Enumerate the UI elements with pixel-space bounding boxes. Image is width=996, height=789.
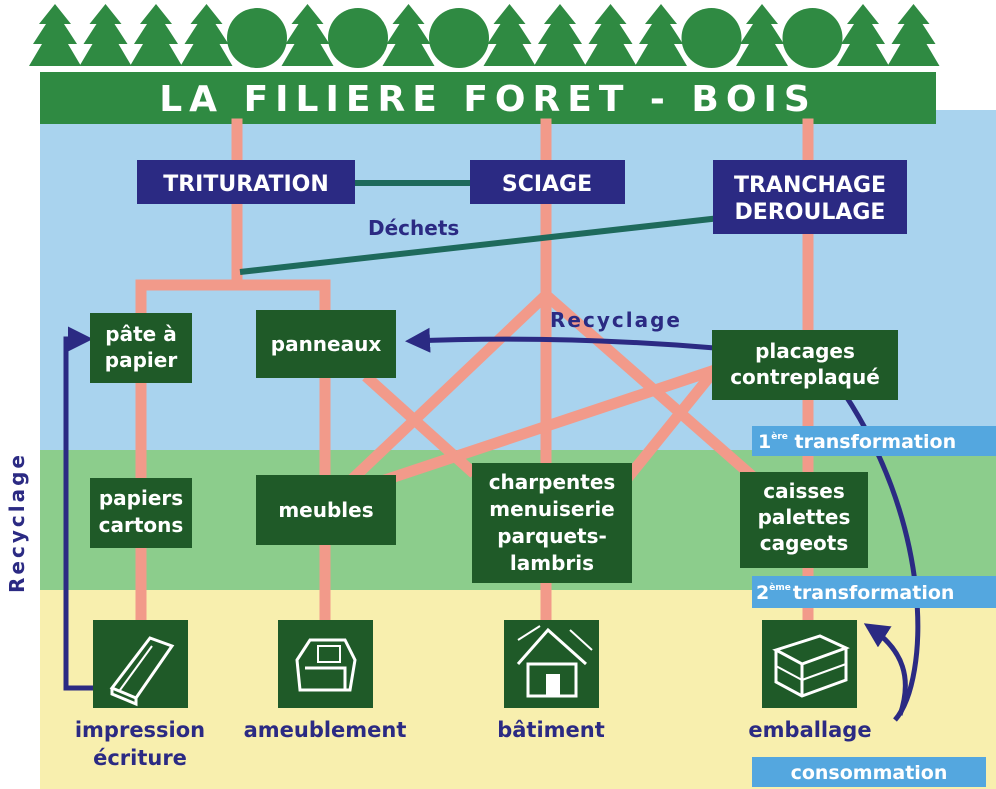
tree-icon [328, 8, 388, 68]
tree-icon [837, 4, 889, 66]
meubles-label: meubles [278, 498, 373, 522]
tree-row [29, 4, 940, 68]
trituration-box [137, 160, 355, 204]
armchair-icon [278, 620, 373, 708]
caisses-box [740, 472, 868, 568]
title-banner [40, 72, 936, 124]
emballage-label: emballage [748, 718, 871, 742]
consumption-label: consommation [791, 762, 948, 784]
tree-icon [681, 8, 742, 68]
pate-papier-label-2: papier [105, 348, 178, 372]
tree-icon [887, 4, 940, 66]
trituration-label: TRITURATION [163, 172, 329, 197]
caisses-label: caisses [763, 479, 844, 503]
second-transformation-band [752, 576, 996, 608]
palettes-label: palettes [758, 505, 851, 529]
meubles-box [256, 475, 396, 545]
dechets-link [239, 215, 721, 275]
contreplaque-label: contreplaqué [730, 365, 880, 389]
consumption-band [752, 757, 986, 787]
first-transformation-band [752, 426, 996, 456]
pate-papier-label-1: pâte à [105, 322, 176, 346]
tree-icon [281, 4, 334, 66]
pate-papier-box [90, 313, 192, 383]
ecriture-label: écriture [93, 746, 187, 770]
papiers-label: papiers [99, 486, 183, 510]
tree-icon [782, 8, 843, 68]
impression-label: impression [75, 718, 205, 742]
house-icon [504, 620, 599, 708]
charpentes-label: charpentes [489, 470, 616, 494]
tranchage-deroulage-box [713, 160, 907, 234]
panneaux-box [256, 310, 396, 378]
consumption-arrow [863, 623, 908, 716]
dechets-label: Déchets [368, 216, 459, 240]
tree-icon [382, 4, 435, 66]
tree-icon [227, 8, 287, 68]
panneaux-label: panneaux [271, 332, 382, 356]
tree-icon [180, 4, 233, 66]
diagram-title: LA FILIERE FORET - BOIS [159, 79, 817, 120]
tree-icon [736, 4, 788, 66]
papiers-cartons-box [90, 478, 192, 548]
ameublement-label: ameublement [244, 718, 407, 742]
tree-icon [635, 4, 687, 66]
tranchage-label: TRANCHAGE [734, 173, 886, 198]
crate-icon [762, 620, 857, 708]
tree-icon [29, 4, 81, 66]
recyclage-top-label: Recyclage [550, 308, 682, 332]
first-transformation-label: 1ère transformation [758, 431, 956, 453]
cartons-label: cartons [99, 513, 184, 537]
placages-box [712, 330, 898, 400]
tree-icon [584, 4, 637, 66]
recyclage-arrow [405, 327, 716, 353]
parquets-label: parquets- [497, 524, 607, 548]
cageots-label: cageots [760, 531, 848, 555]
menuiserie-label: menuiserie [489, 497, 615, 521]
tree-icon [483, 4, 536, 66]
lambris-label: lambris [510, 551, 594, 575]
tree-icon [79, 4, 132, 66]
sciage-box [470, 160, 625, 204]
book-icon [93, 620, 188, 708]
tree-icon [429, 8, 489, 68]
charpentes-box [472, 463, 632, 583]
tree-icon [130, 4, 182, 66]
tree-icon [534, 4, 586, 66]
recyclage-side-label: Recyclage [5, 452, 29, 593]
placages-label: placages [755, 339, 855, 363]
deroulage-label: DEROULAGE [735, 200, 886, 225]
recyclage-loop [63, 326, 95, 691]
sciage-label: SCIAGE [502, 172, 592, 197]
batiment-label: bâtiment [497, 718, 605, 742]
